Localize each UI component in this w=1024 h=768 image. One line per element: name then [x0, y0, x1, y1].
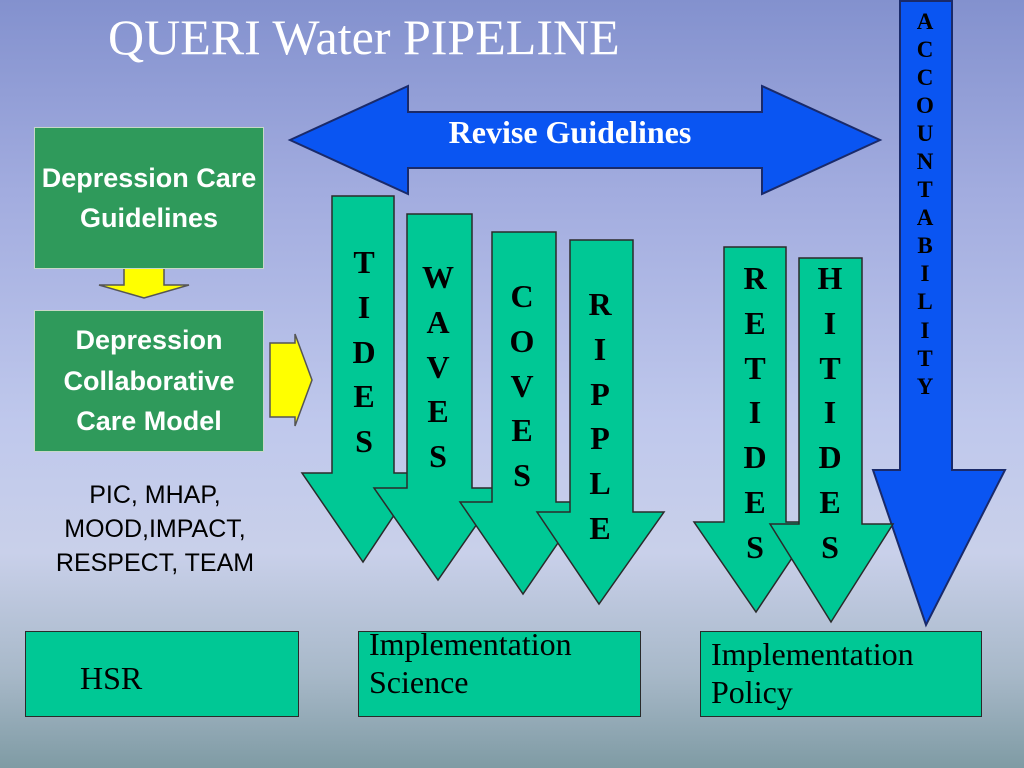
- accountability-label: A C C O U N T A B I L I T Y: [916, 9, 934, 399]
- coves-label: C O V E S: [509, 278, 535, 494]
- tides-arrow: [300, 195, 424, 564]
- ripple-arrow: [535, 239, 666, 606]
- waves-label: W A V E S: [422, 259, 454, 475]
- depression-care-guidelines-box: Depression Care Guidelines: [34, 127, 264, 269]
- hsr-label: HSR: [80, 660, 143, 696]
- waves-arrow: [372, 213, 504, 582]
- tides-label: T I D E S: [352, 244, 376, 460]
- implementation-policy-label: Implementation Policy: [711, 636, 914, 710]
- implementation-policy-box: Implementation Policy: [700, 631, 982, 717]
- ripple-label: R I P P L E: [588, 286, 612, 546]
- hitides-arrow: [768, 257, 895, 624]
- revise-guidelines-arrow: [287, 84, 883, 196]
- yellow-right-arrow: [269, 333, 313, 427]
- accountability-arrow: [871, 0, 1007, 628]
- implementation-science-label: Implementation Science: [369, 626, 572, 700]
- coves-arrow: [458, 231, 588, 596]
- implementation-science-box: Implementation Science: [358, 626, 641, 717]
- hsr-box: HSR: [25, 631, 299, 717]
- retides-arrow: [692, 246, 818, 614]
- retides-label: R E T I D E S: [743, 260, 767, 565]
- care-models-list: PIC, MHAP, MOOD,IMPACT, RESPECT, TEAM: [55, 481, 255, 577]
- diagram-title: QUERI Water PIPELINE: [108, 9, 620, 65]
- depression-collaborative-care-model-box: Depression Collaborative Care Model: [34, 310, 264, 452]
- revise-guidelines-label: Revise Guidelines: [448, 114, 692, 150]
- hitides-label: H I T I D E S: [817, 260, 843, 565]
